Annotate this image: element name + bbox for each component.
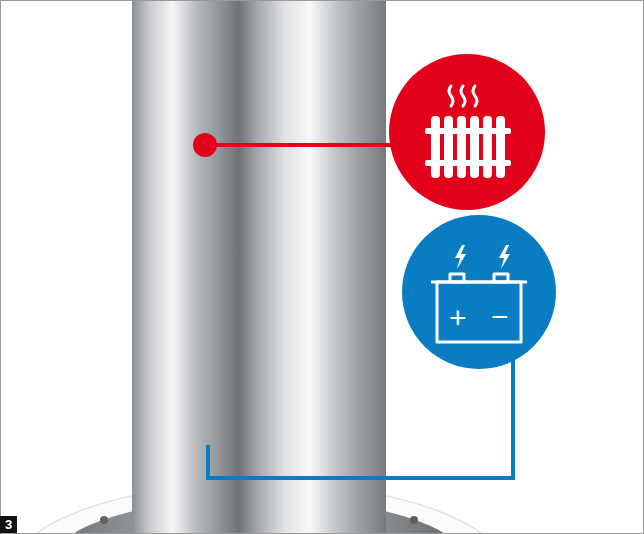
plus-sign: +	[449, 303, 467, 333]
callout-number: 3	[0, 516, 17, 533]
minus-sign: −	[491, 302, 509, 332]
